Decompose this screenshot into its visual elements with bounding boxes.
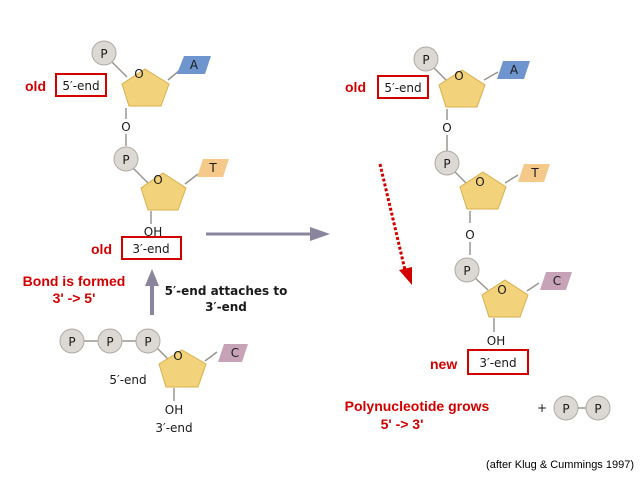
linker-oxygen-label: O <box>465 228 474 242</box>
three-prime-end-label: 3′-end <box>132 242 169 256</box>
right-nucleotide-c: P O C OH <box>454 257 572 348</box>
plus-sign: + <box>537 401 547 415</box>
sugar-base-bond <box>504 174 519 184</box>
sugar-pentagon <box>438 69 486 108</box>
old-three-prime-tag: old <box>91 241 112 257</box>
right-strand: P O A O P O T O P <box>413 46 572 348</box>
phosphate-circle <box>434 150 460 176</box>
phosphate-label: P <box>122 153 129 167</box>
phosphate-circle <box>454 257 480 283</box>
bond-formed-line1: Bond is formed <box>23 273 126 289</box>
phosphate-circle <box>59 328 85 354</box>
phosphate-label: P <box>100 47 107 61</box>
sugar-base-bond <box>184 173 199 185</box>
five-prime-end-box <box>55 73 107 97</box>
phosphate-label: P <box>106 335 113 349</box>
phosphate-label: P <box>443 157 450 171</box>
base-t-shape <box>197 159 229 177</box>
phosphate-label: P <box>594 402 601 416</box>
right-old-five-prime-tag: old <box>345 79 366 95</box>
incoming-nucleotide-c: P P P O C OH 5′-end 3′-end <box>59 328 248 435</box>
left-nucleotide-a: P O A O <box>91 40 211 146</box>
five-prime-end-label: 5′-end <box>62 79 99 93</box>
ring-oxygen-label: O <box>475 175 484 189</box>
old-five-prime-tag: old <box>25 78 46 94</box>
attaches-line2: 3′-end <box>205 300 247 314</box>
credit-line: (after Klug & Cummings 1997) <box>486 459 634 471</box>
grows-line2: 5' -> 3' <box>381 416 424 432</box>
phosphate-label: P <box>422 53 429 67</box>
left-strand: P O A O P O T OH <box>91 40 229 239</box>
sugar-pentagon <box>481 279 529 318</box>
sugar-pentagon <box>121 68 170 107</box>
phosphate-circle <box>91 40 117 66</box>
right-five-prime-end-box <box>377 75 429 99</box>
new-three-prime-end-box <box>467 349 529 375</box>
sugar-base-bond <box>526 282 540 292</box>
attaches-line1: 5′-end attaches to <box>165 284 288 298</box>
ring-oxygen-label: O <box>454 69 463 83</box>
incoming-three-prime-label: 3′-end <box>155 421 192 435</box>
ring-oxygen-label: O <box>173 349 182 363</box>
base-c-label: C <box>231 346 239 360</box>
sugar-base-bond <box>204 351 218 362</box>
phosphate-circle <box>97 328 123 354</box>
hydroxyl-label: OH <box>165 403 183 417</box>
sugar-base-bond <box>483 71 499 81</box>
pyrophosphate: + P P <box>537 395 611 421</box>
sugar-pentagon <box>140 172 187 211</box>
new-three-prime-end-label: 3′-end <box>479 356 516 370</box>
base-c-label: C <box>553 274 561 288</box>
attach-arrow <box>145 269 159 315</box>
left-nucleotide-t: P O T OH <box>113 146 229 239</box>
phosphate-circle <box>413 46 439 72</box>
grows-line1: Polynucleotide grows <box>345 398 490 414</box>
phosphate-label: P <box>463 264 470 278</box>
ring-oxygen-label: O <box>134 67 143 81</box>
base-c-shape <box>540 272 572 290</box>
sugar-pentagon <box>459 171 507 210</box>
linker-oxygen-label: O <box>442 121 451 135</box>
ring-oxygen-label: O <box>497 283 506 297</box>
right-five-prime-end-label: 5′-end <box>384 81 421 95</box>
phosphate-circle <box>135 328 161 354</box>
base-a-label: A <box>510 63 519 77</box>
phosphate-label: P <box>68 335 75 349</box>
base-a-shape <box>177 56 211 74</box>
phosphate-label: P <box>144 335 151 349</box>
base-t-label: T <box>208 161 217 175</box>
phosphate-circle <box>553 395 579 421</box>
base-t-shape <box>518 164 550 182</box>
bond-formed-line2: 3' -> 5' <box>53 290 96 306</box>
reaction-arrow <box>206 227 330 241</box>
new-three-prime-tag: new <box>430 356 457 372</box>
phosphate-label: P <box>562 402 569 416</box>
right-nucleotide-a: P O A O <box>413 46 530 151</box>
right-nucleotide-t: P O T O <box>434 150 550 255</box>
sugar-pentagon <box>158 349 207 388</box>
base-t-label: T <box>530 166 539 180</box>
incoming-five-prime-label: 5′-end <box>109 373 146 387</box>
ring-oxygen-label: O <box>153 173 162 187</box>
hydroxyl-label: OH <box>487 334 505 348</box>
linker-oxygen-label: O <box>121 120 130 134</box>
base-c-shape <box>218 344 248 362</box>
phosphate-circle <box>585 395 611 421</box>
phosphate-circle <box>113 146 139 172</box>
growth-direction-arrow <box>378 163 412 285</box>
hydroxyl-label: OH <box>144 225 162 239</box>
three-prime-end-box <box>121 236 182 260</box>
base-a-label: A <box>190 58 199 72</box>
base-a-shape <box>497 61 530 79</box>
